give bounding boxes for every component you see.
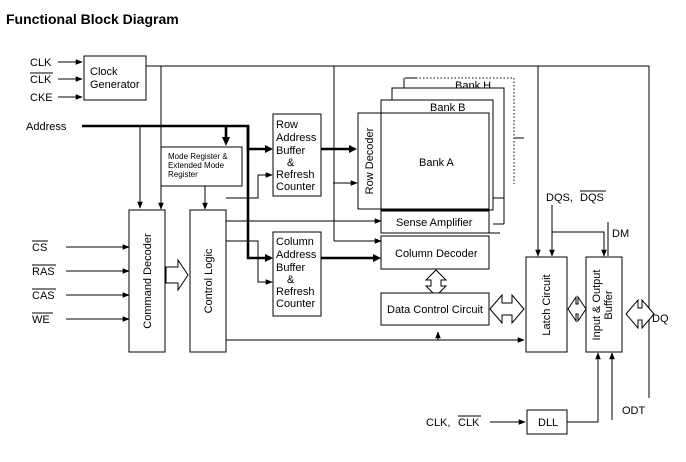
column-buffer-label-5: Refresh bbox=[276, 286, 315, 298]
address-to-mode-arrowhead bbox=[222, 137, 230, 146]
address-bus-to-column bbox=[246, 126, 271, 260]
control-logic-label: Control Logic bbox=[203, 248, 215, 313]
data-control-circuit-label: Data Control Circuit bbox=[387, 304, 483, 316]
mode-register-label-3: Register bbox=[168, 170, 198, 179]
coldec-datactrl-hollow-arrow bbox=[424, 269, 448, 297]
sense-amplifier-label: Sense Amplifier bbox=[396, 217, 473, 229]
column-buffer-label-6: Counter bbox=[276, 298, 315, 310]
mode-register-box bbox=[160, 146, 243, 187]
io-buffer-box bbox=[585, 256, 623, 353]
bank-b-label: Bank B bbox=[430, 102, 465, 114]
ras-label: RAS bbox=[32, 266, 55, 278]
column-buffer-label-4: & bbox=[287, 274, 295, 286]
column-address-buffer-box bbox=[272, 231, 322, 317]
column-to-coldec-arrowhead bbox=[373, 254, 381, 262]
clock-generator-label-2: Generator bbox=[90, 79, 140, 91]
row-to-rowdec-arrowhead bbox=[349, 145, 357, 153]
dll-to-io-line bbox=[567, 353, 599, 423]
row-decoder-label: Row Decoder bbox=[364, 127, 376, 194]
column-decoder-label: Column Decoder bbox=[395, 248, 478, 260]
column-decoder-box bbox=[380, 235, 490, 270]
latch-circuit-label: Latch Circuit bbox=[541, 274, 553, 335]
cs-label: CS bbox=[32, 242, 47, 254]
row-buffer-label-4: & bbox=[287, 157, 295, 169]
mode-register-label-1: Mode Register & bbox=[168, 152, 228, 161]
dqs-bar-label: DQS bbox=[580, 192, 604, 204]
row-buffer-label-6: Counter bbox=[276, 181, 315, 193]
dqs-label: DQS, bbox=[546, 192, 573, 204]
dll-box bbox=[526, 409, 568, 435]
clock-bus-line bbox=[146, 65, 650, 398]
bank-h-outline bbox=[416, 77, 515, 184]
dll-label: DLL bbox=[538, 417, 558, 429]
address-bus-to-row bbox=[82, 124, 271, 151]
data-control-circuit-box bbox=[380, 292, 490, 326]
we-label: WE bbox=[32, 314, 50, 326]
bank-a-frame bbox=[357, 112, 490, 210]
dll-clk-label: CLK, bbox=[426, 417, 450, 429]
row-buffer-label-1: Row bbox=[276, 119, 298, 131]
odt-label: ODT bbox=[622, 405, 646, 417]
clock-generator-box bbox=[83, 55, 147, 101]
sense-amplifier-box bbox=[380, 210, 490, 234]
decoder-to-control-hollow-arrow bbox=[165, 258, 189, 292]
bank-a-label: Bank A bbox=[419, 157, 455, 169]
column-buffer-label-2: Address bbox=[276, 249, 317, 261]
command-decoder-label: Command Decoder bbox=[142, 233, 154, 329]
column-buffer-label-3: Buffer bbox=[276, 262, 305, 274]
datactrl-latch-hollow-arrow bbox=[489, 293, 525, 325]
row-address-buffer-box bbox=[272, 113, 322, 197]
clk-label: CLK bbox=[30, 57, 52, 69]
latch-io-hollow-arrow bbox=[567, 295, 587, 323]
address-label: Address bbox=[26, 121, 67, 133]
dq-label: DQ bbox=[652, 313, 669, 325]
latch-circuit-box bbox=[525, 256, 568, 353]
command-decoder-box bbox=[128, 209, 166, 353]
dm-label: DM bbox=[612, 228, 629, 240]
clock-generator-label-1: Clock bbox=[90, 66, 118, 78]
mode-register-label-2: Extended Mode bbox=[168, 161, 225, 170]
diagram-title: Functional Block Diagram bbox=[6, 11, 179, 27]
dll-clk-bar-label: CLK bbox=[458, 417, 480, 429]
clk-bar-label: CLK bbox=[30, 74, 52, 86]
row-buffer-label-3: Buffer bbox=[276, 145, 305, 157]
cas-label: CAS bbox=[32, 290, 55, 302]
dqs-to-io-line bbox=[552, 231, 605, 256]
io-buffer-label-1: Input & Output bbox=[591, 270, 603, 341]
io-buffer-label-2: Buffer bbox=[603, 290, 615, 319]
row-buffer-label-2: Address bbox=[276, 132, 317, 144]
cke-label: CKE bbox=[30, 92, 53, 104]
column-buffer-label-1: Column bbox=[276, 236, 314, 248]
control-logic-box bbox=[189, 209, 227, 353]
io-dq-hollow-arrow bbox=[625, 298, 655, 330]
address-row-arrowhead bbox=[265, 145, 273, 153]
address-column-arrowhead bbox=[265, 254, 273, 262]
row-buffer-label-5: Refresh bbox=[276, 169, 315, 181]
